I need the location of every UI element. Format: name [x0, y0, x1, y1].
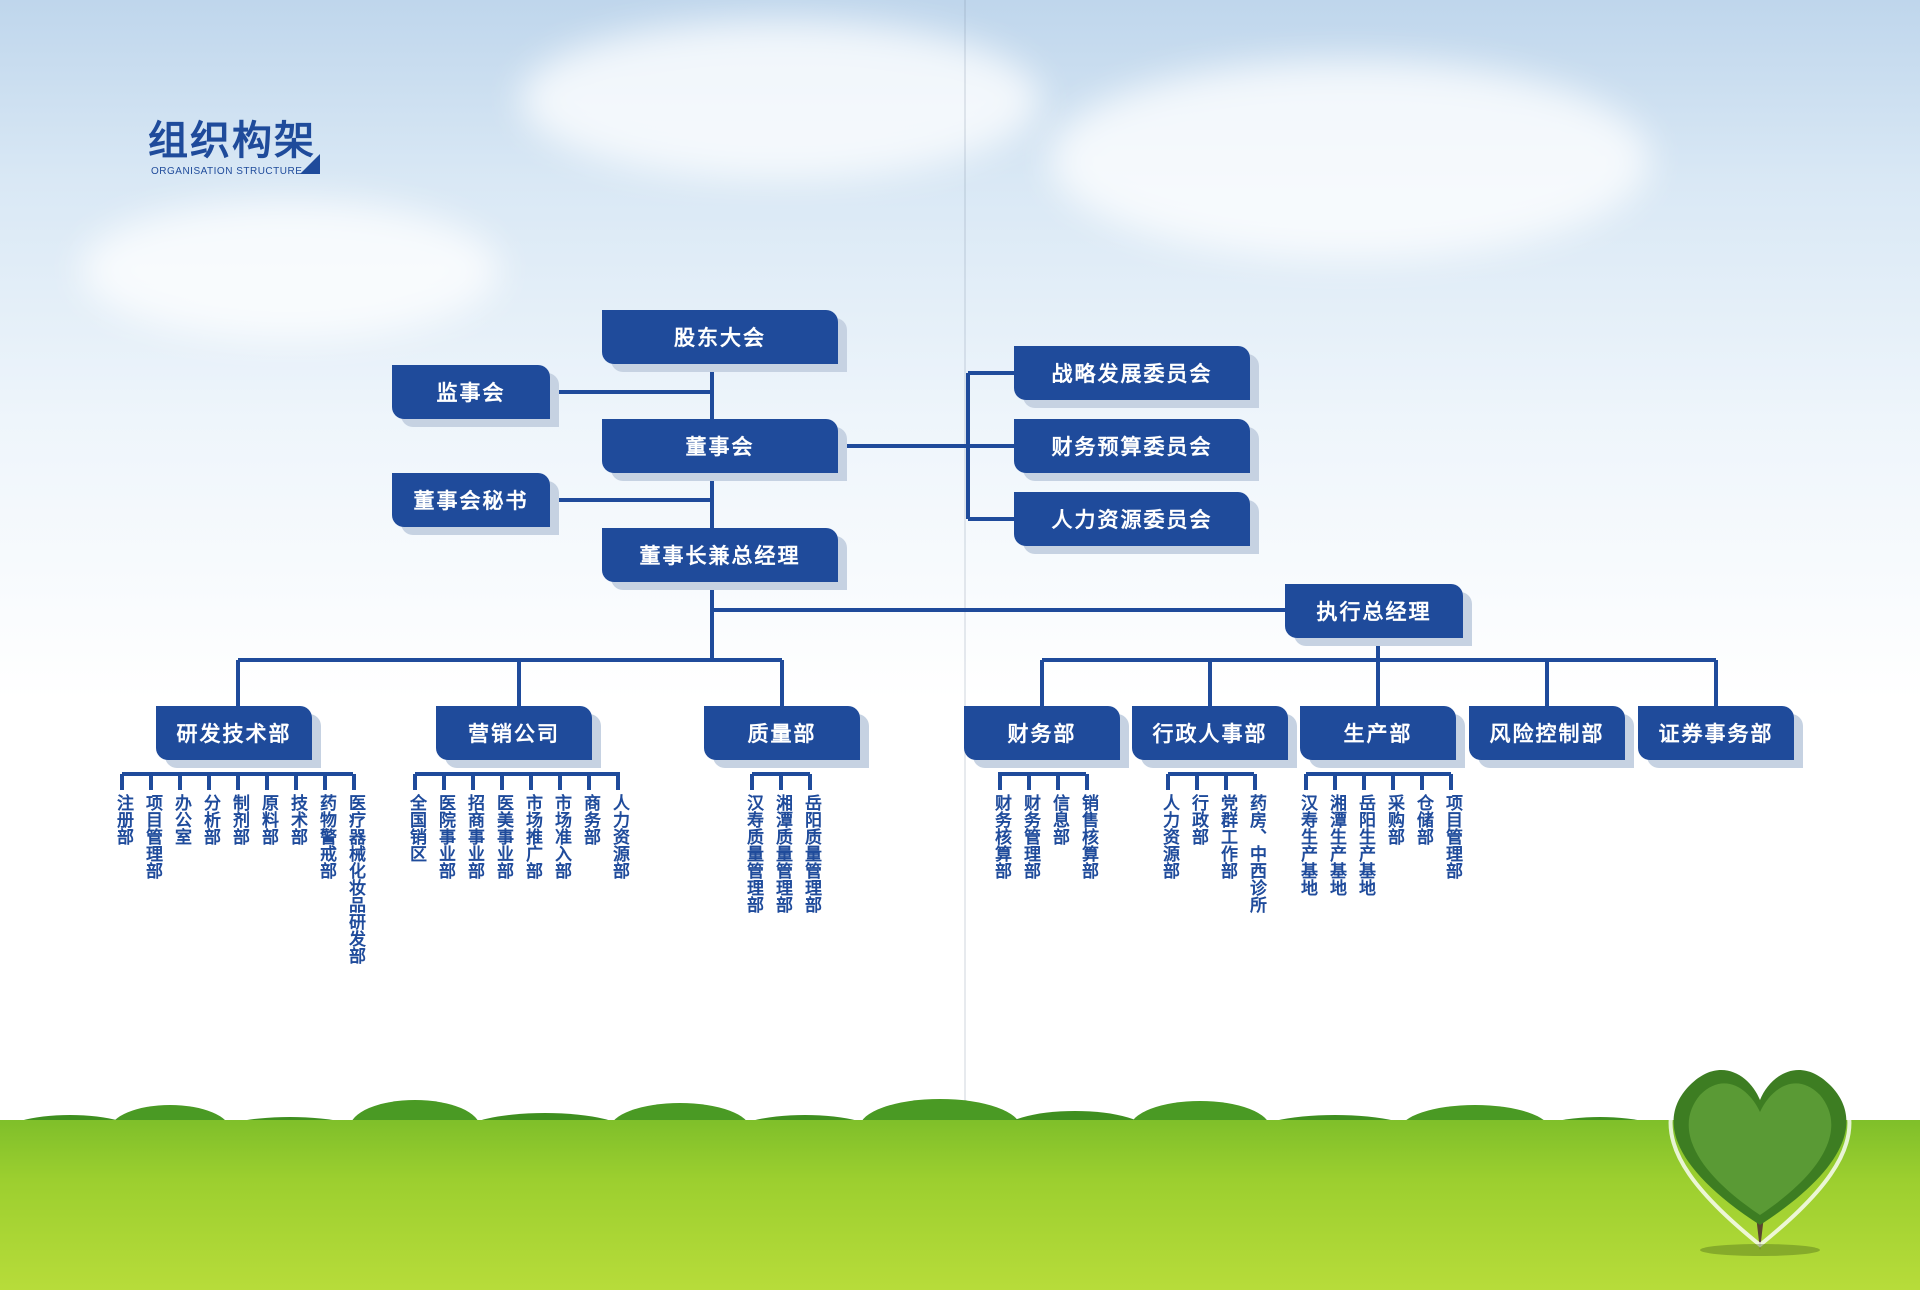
node-supervisory-board: 监事会 — [392, 365, 550, 419]
cloud — [520, 20, 1040, 180]
sub-dept-label: 分析部 — [200, 794, 220, 845]
node-board-of-directors: 董事会 — [602, 419, 838, 473]
node-dept-production: 生产部 — [1300, 706, 1456, 760]
node-dept-admin-hr: 行政人事部 — [1132, 706, 1288, 760]
node-dept-finance: 财务部 — [964, 706, 1120, 760]
sub-dept-label: 医疗器械化妆品研发部 — [345, 794, 365, 964]
sub-dept-label: 招商事业部 — [464, 794, 484, 879]
sub-dept-label: 岳阳生产基地 — [1355, 794, 1375, 896]
sub-dept-label: 党群工作部 — [1217, 794, 1237, 879]
sub-dept-label: 行政部 — [1188, 794, 1208, 845]
sub-dept-label: 人力资源部 — [609, 794, 629, 879]
sub-dept-label: 湘潭生产基地 — [1326, 794, 1346, 896]
sub-dept-label: 办公室 — [171, 794, 191, 845]
node-shareholders-meeting: 股东大会 — [602, 310, 838, 364]
sub-dept-label: 项目管理部 — [1442, 794, 1462, 879]
sub-dept-label: 项目管理部 — [142, 794, 162, 879]
sub-dept-label: 原料部 — [258, 794, 278, 845]
sub-dept-label: 商务部 — [580, 794, 600, 845]
sub-dept-label: 人力资源部 — [1159, 794, 1179, 879]
page-subtitle: ORGANISATION STRUCTURE — [151, 166, 303, 177]
node-dept-securities: 证券事务部 — [1638, 706, 1794, 760]
cloud — [1050, 60, 1650, 260]
sub-dept-label: 财务管理部 — [1020, 794, 1040, 879]
node-executive-gm: 执行总经理 — [1285, 584, 1463, 638]
page-title: 组织构架 — [148, 118, 316, 164]
sub-dept-label: 医美事业部 — [493, 794, 513, 879]
node-committee-strategy: 战略发展委员会 — [1014, 346, 1250, 400]
cloud — [80, 200, 500, 340]
sub-dept-label: 全国销区 — [406, 794, 426, 862]
title-corner-triangle — [300, 154, 320, 174]
sub-dept-label: 销售核算部 — [1078, 794, 1098, 879]
grass-field — [0, 1120, 1920, 1290]
node-dept-quality: 质量部 — [704, 706, 860, 760]
sub-dept-label: 财务核算部 — [991, 794, 1011, 879]
sub-dept-label: 技术部 — [287, 794, 307, 845]
heart-tree-icon — [1668, 1069, 1852, 1256]
node-dept-marketing: 营销公司 — [436, 706, 592, 760]
sub-dept-label: 湘潭质量管理部 — [772, 794, 792, 913]
node-board-secretary: 董事会秘书 — [392, 473, 550, 527]
sub-dept-label: 仓储部 — [1413, 794, 1433, 845]
node-committee-hr: 人力资源委员会 — [1014, 492, 1250, 546]
sub-dept-label: 制剂部 — [229, 794, 249, 845]
sub-dept-label: 注册部 — [113, 794, 133, 845]
page-fold — [964, 0, 966, 1290]
sub-dept-label: 市场推广部 — [522, 794, 542, 879]
sub-dept-label: 汉寿生产基地 — [1297, 794, 1317, 896]
sub-dept-label: 岳阳质量管理部 — [801, 794, 821, 913]
sub-dept-label: 药物警戒部 — [316, 794, 336, 879]
sub-dept-label: 药房、中西诊所 — [1246, 794, 1266, 913]
node-chairman-gm: 董事长兼总经理 — [602, 528, 838, 582]
sub-dept-label: 采购部 — [1384, 794, 1404, 845]
node-dept-rnd: 研发技术部 — [156, 706, 312, 760]
sub-dept-label: 市场准入部 — [551, 794, 571, 879]
sub-dept-label: 医院事业部 — [435, 794, 455, 879]
sub-dept-label: 信息部 — [1049, 794, 1069, 845]
sub-dept-label: 汉寿质量管理部 — [743, 794, 763, 913]
node-dept-risk-control: 风险控制部 — [1469, 706, 1625, 760]
node-committee-finance-budget: 财务预算委员会 — [1014, 419, 1250, 473]
